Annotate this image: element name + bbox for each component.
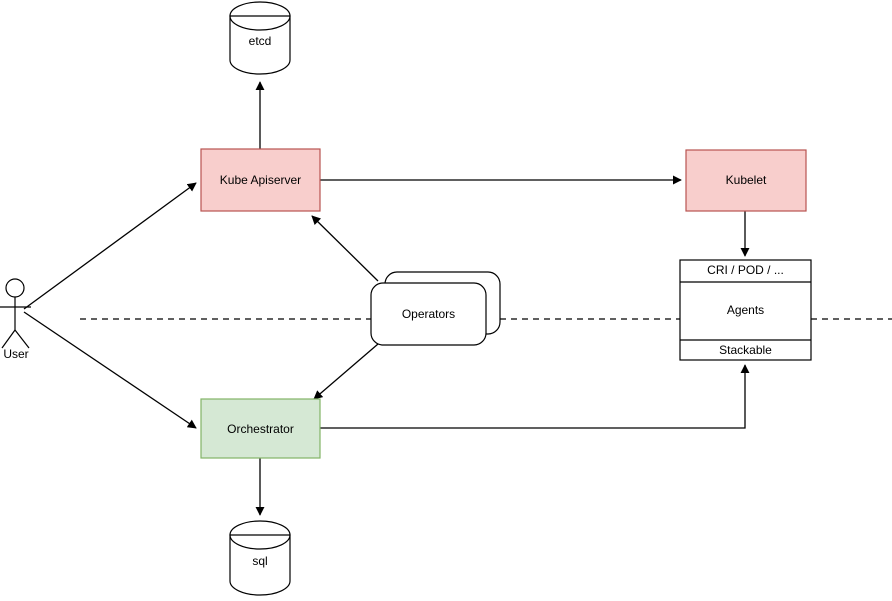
edge-operators-to-orchestrator bbox=[313, 343, 379, 400]
node-kubelet[interactable]: Kubelet bbox=[685, 149, 807, 212]
sql-cylinder-body bbox=[229, 534, 291, 596]
edges-layer bbox=[23, 81, 750, 516]
etcd-cylinder-body bbox=[229, 15, 291, 75]
etcd-cylinder-top bbox=[229, 1, 291, 31]
node-sql-label: sql bbox=[252, 554, 267, 568]
kube-apiserver-box bbox=[200, 148, 321, 212]
node-agents-stack[interactable]: CRI / POD / ... Agents Stackable bbox=[679, 259, 812, 361]
operators-box-front bbox=[370, 282, 487, 346]
edge-user-to-kube-apiserver bbox=[23, 182, 197, 310]
agents-section-stackable-label: Stackable bbox=[719, 343, 772, 357]
agents-section-agents-label: Agents bbox=[727, 303, 764, 317]
orchestrator-box bbox=[200, 398, 321, 459]
agents-stack-outline bbox=[679, 259, 812, 361]
node-operators[interactable]: Operators bbox=[370, 271, 501, 346]
node-orchestrator-label: Orchestrator bbox=[227, 422, 294, 436]
edge-user-to-orchestrator bbox=[23, 311, 197, 429]
user-head-icon bbox=[5, 278, 25, 298]
user-leg-right bbox=[14, 329, 30, 349]
kubelet-box bbox=[685, 149, 807, 212]
user-leg-left bbox=[1, 329, 16, 349]
agents-section-cri-pod-label: CRI / POD / ... bbox=[707, 263, 784, 277]
edge-operators-to-kube-apiserver bbox=[311, 215, 379, 282]
node-kube-apiserver-label: Kube Apiserver bbox=[220, 173, 301, 187]
sql-cylinder-top bbox=[229, 520, 291, 550]
edge-orchestrator-to-stackable bbox=[320, 364, 750, 429]
actor-user-label: User bbox=[3, 347, 28, 361]
node-kubelet-label: Kubelet bbox=[726, 173, 767, 187]
node-orchestrator[interactable]: Orchestrator bbox=[200, 398, 321, 459]
node-sql[interactable]: sql bbox=[229, 520, 291, 596]
node-etcd[interactable]: etcd bbox=[229, 1, 291, 75]
node-operators-label: Operators bbox=[402, 307, 455, 321]
node-kube-apiserver[interactable]: Kube Apiserver bbox=[200, 148, 321, 212]
actor-user[interactable]: User bbox=[0, 278, 31, 361]
node-etcd-label: etcd bbox=[249, 34, 272, 48]
